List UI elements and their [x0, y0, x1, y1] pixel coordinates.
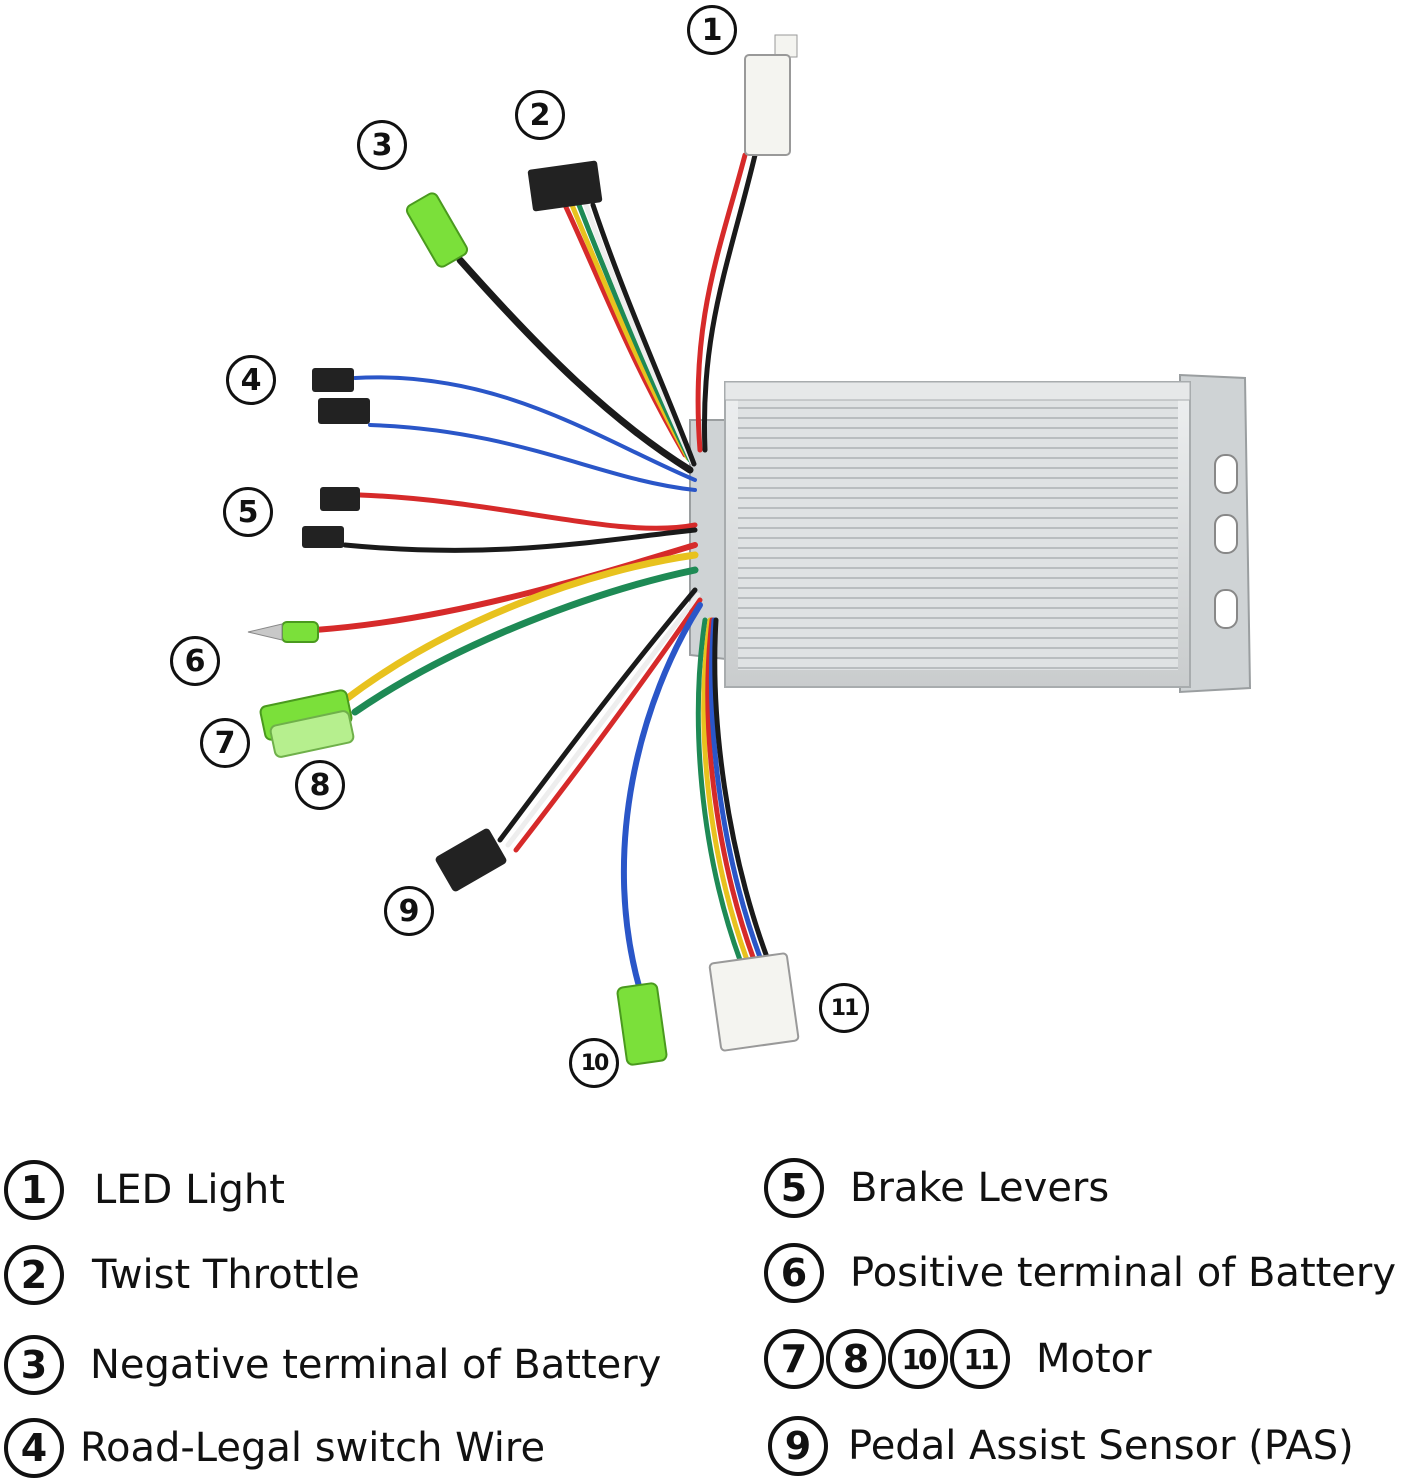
- legend-number: 7: [764, 1329, 824, 1389]
- legend-number-group: 7 8 10 11: [764, 1329, 1012, 1389]
- callout-9: 9: [384, 886, 434, 936]
- controller-wiring-diagram: 1 2 3 4 5 6 7 8 9 10 11: [170, 5, 1252, 1088]
- legend-number: 6: [764, 1243, 824, 1303]
- legend-number: 8: [826, 1329, 886, 1389]
- led-connector: [744, 34, 798, 156]
- motor-blue-connector: [616, 982, 668, 1066]
- legend-number: 2: [4, 1245, 64, 1305]
- legend-number: 3: [4, 1335, 64, 1395]
- brake-connectors: [302, 487, 360, 548]
- connectors: [247, 34, 800, 1066]
- legend-number: 4: [4, 1418, 64, 1478]
- legend-item-negative-terminal: 3 Negative terminal of Battery: [4, 1332, 661, 1398]
- hall-connector: [708, 952, 800, 1052]
- wire-bundle: [312, 152, 771, 993]
- controller-illustration: [247, 34, 1252, 1066]
- legend-item-road-legal: 4 Road-Legal switch Wire: [4, 1415, 545, 1481]
- positive-battery-connector: [247, 621, 319, 643]
- callout-1: 1: [687, 5, 737, 55]
- legend-item-brake-levers: 5 Brake Levers: [764, 1155, 1109, 1221]
- legend-number: 9: [768, 1416, 828, 1476]
- legend-item-led-light: 1 LED Light: [4, 1157, 285, 1223]
- callout-6: 6: [170, 636, 220, 686]
- road-legal-connectors: [312, 368, 370, 424]
- callout-8: 8: [295, 760, 345, 810]
- callout-2: 2: [515, 90, 565, 140]
- pas-connector: [435, 828, 507, 892]
- callout-3: 3: [357, 120, 407, 170]
- legend-label: LED Light: [94, 1167, 285, 1213]
- callout-5: 5: [223, 487, 273, 537]
- legend-number: 5: [764, 1158, 824, 1218]
- legend-label: Road-Legal switch Wire: [80, 1425, 546, 1471]
- legend-item-pas: 9 Pedal Assist Sensor (PAS): [768, 1413, 1354, 1479]
- legend-item-motor: 7 8 10 11 Motor: [764, 1326, 1152, 1392]
- callout-11: 11: [819, 983, 869, 1033]
- legend-number: 11: [950, 1329, 1010, 1389]
- throttle-connector: [527, 160, 603, 212]
- legend-number: 1: [4, 1160, 64, 1220]
- legend-label: Positive terminal of Battery: [850, 1250, 1397, 1296]
- legend-label: Brake Levers: [850, 1165, 1110, 1211]
- controller-body: [724, 381, 1191, 688]
- legend-label: Negative terminal of Battery: [90, 1342, 662, 1388]
- legend: 1 LED Light 2 Twist Throttle 3 Negative …: [0, 1130, 1426, 1484]
- legend-number: 10: [888, 1329, 948, 1389]
- callout-10: 10: [569, 1038, 619, 1088]
- legend-label: Motor: [1036, 1336, 1152, 1382]
- callout-4: 4: [226, 355, 276, 405]
- motor-phase-connectors: [259, 689, 355, 758]
- legend-label: Pedal Assist Sensor (PAS): [848, 1423, 1354, 1469]
- legend-item-positive-terminal: 6 Positive terminal of Battery: [764, 1240, 1396, 1306]
- legend-label: Twist Throttle: [92, 1252, 360, 1298]
- legend-item-twist-throttle: 2 Twist Throttle: [4, 1242, 360, 1308]
- negative-battery-connector: [405, 192, 469, 268]
- callout-7: 7: [200, 718, 250, 768]
